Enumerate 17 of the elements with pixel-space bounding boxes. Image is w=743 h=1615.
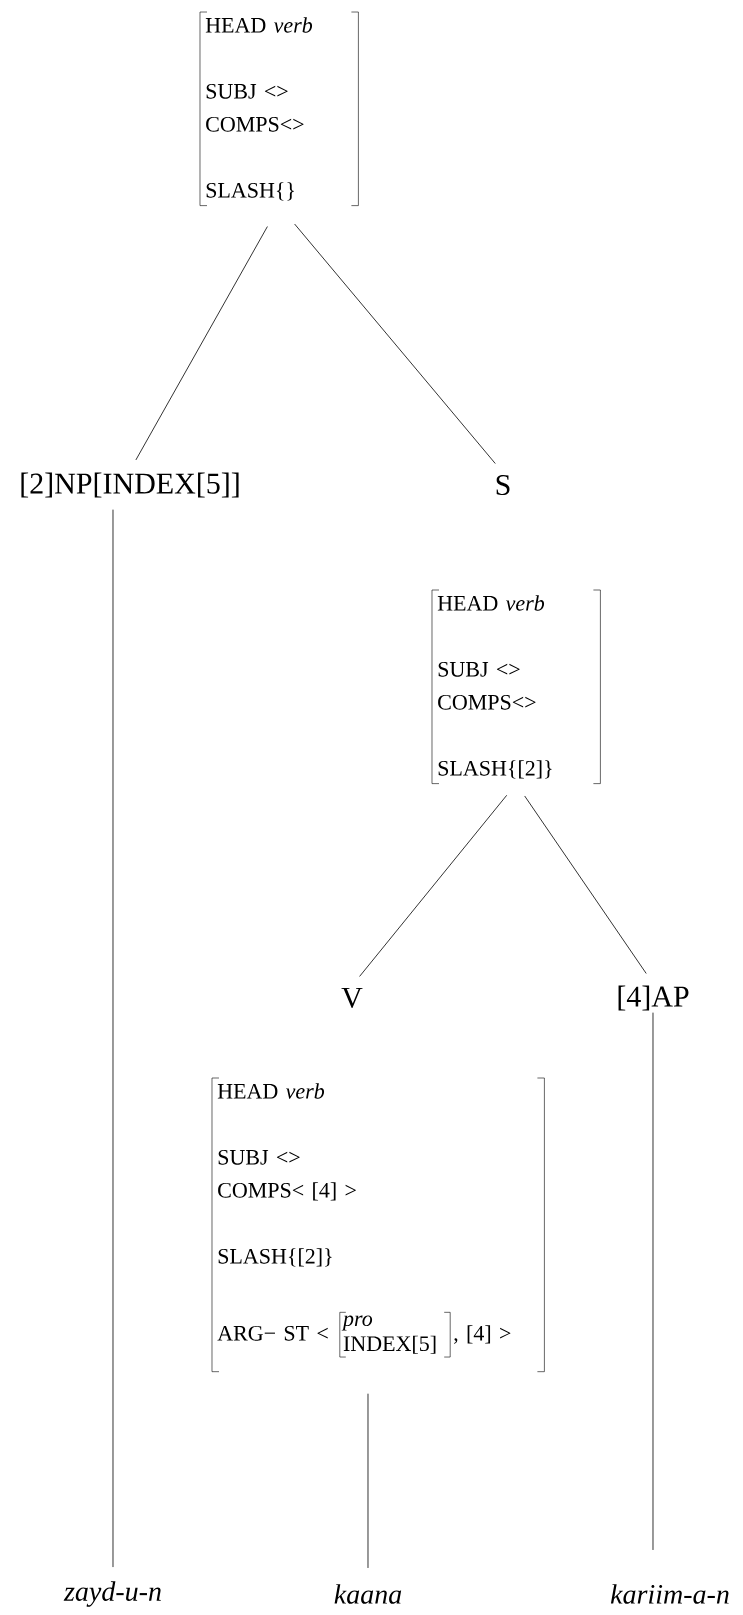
word-label: zayd-u-n (63, 1581, 161, 1607)
tree-branch (135, 226, 268, 461)
tree-branch (652, 1012, 654, 1551)
attribute-value-matrix: HEAD verb SUBJ <> COMPS<> SLASH{[2]} (431, 589, 601, 784)
category-label: V (341, 987, 363, 1009)
word-label: kariim-a-n (610, 1584, 729, 1604)
attribute-value-matrix: HEAD verb SUBJ <> COMPS<> SLASH{} (199, 11, 359, 206)
tree-branch (359, 794, 508, 977)
category-label: S (496, 474, 510, 496)
attribute-value-matrix: pro INDEX[5] (339, 1312, 451, 1358)
category-label: [2]NP[INDEX[5]] (21, 472, 239, 498)
tree-branch (112, 509, 114, 1568)
tree-branch (524, 795, 647, 974)
word-label: kaana (334, 1584, 402, 1604)
category-label: [4]AP (618, 985, 689, 1011)
tree-branch (367, 1393, 369, 1569)
tree-branch (294, 223, 496, 464)
